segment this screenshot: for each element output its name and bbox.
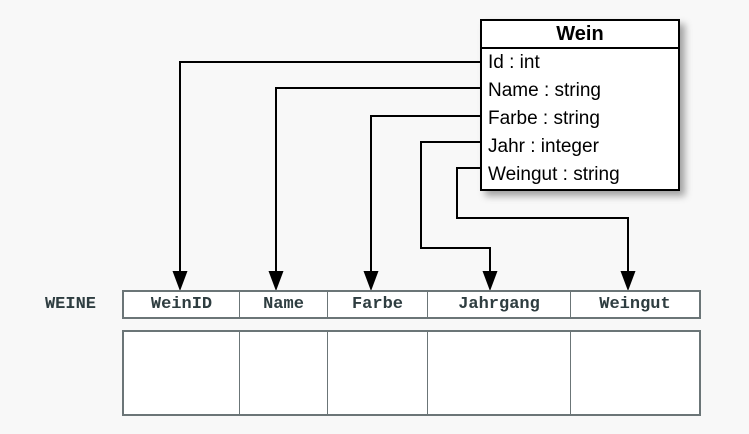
empty-cell-name bbox=[239, 332, 327, 414]
connector-name-to-name bbox=[275, 87, 482, 272]
table-name-label: WEINE bbox=[44, 295, 96, 314]
empty-cell-farbe bbox=[327, 332, 427, 414]
connector-id-to-weinid bbox=[179, 61, 482, 272]
column-header-weingut: Weingut bbox=[570, 292, 699, 317]
column-header-jahrgang: Jahrgang bbox=[427, 292, 570, 317]
arrowhead-down-icon bbox=[172, 271, 188, 291]
empty-cell-jahrgang bbox=[427, 332, 570, 414]
column-header-name: Name bbox=[239, 292, 327, 317]
table-empty-row bbox=[122, 330, 701, 416]
arrowhead-down-icon bbox=[482, 271, 498, 291]
connector-farbe-to-farbe bbox=[370, 115, 482, 272]
arrowhead-down-icon bbox=[268, 271, 284, 291]
empty-cell-weinid bbox=[124, 332, 239, 414]
connector-jahr-to-jahrgang bbox=[420, 141, 491, 272]
class-attribute-jahr: Jahr : integer bbox=[488, 136, 599, 157]
arrowhead-down-icon bbox=[363, 271, 379, 291]
table-header-row: WeinID Name Farbe Jahrgang Weingut bbox=[122, 290, 701, 319]
class-attribute-name: Name : string bbox=[488, 80, 601, 101]
connector-weingut-to-weingut bbox=[456, 167, 629, 272]
column-header-weinid: WeinID bbox=[150, 295, 213, 314]
uml-class-box: Wein Id : int Name : string Farbe : stri… bbox=[480, 19, 680, 191]
column-header-farbe: Farbe bbox=[327, 292, 427, 317]
class-attribute-farbe: Farbe : string bbox=[488, 108, 600, 129]
empty-cell-weingut bbox=[570, 332, 699, 414]
arrowhead-down-icon bbox=[620, 271, 636, 291]
class-attribute-weingut: Weingut : string bbox=[488, 164, 620, 185]
class-title: Wein bbox=[482, 21, 678, 49]
class-attribute-id: Id : int bbox=[488, 52, 540, 73]
